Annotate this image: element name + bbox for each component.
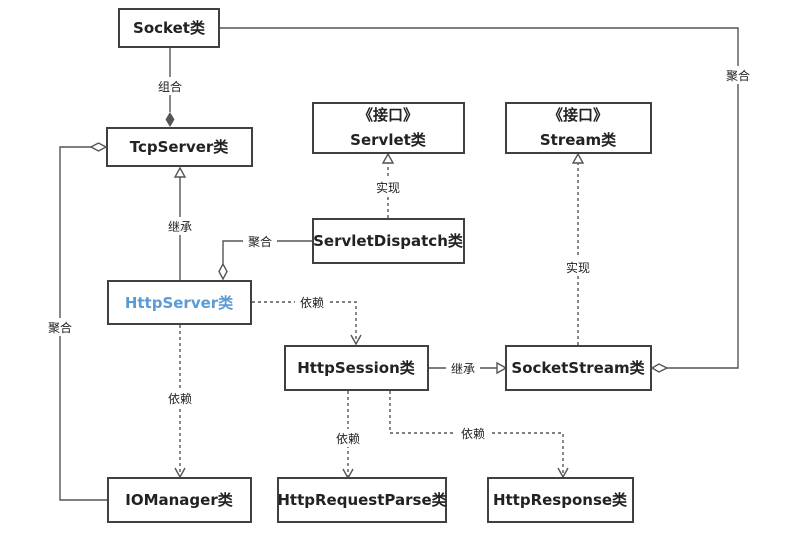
aggregation-diamond-icon <box>218 262 228 281</box>
class-socket: Socket类 <box>118 8 220 48</box>
edge-label-aggregation: 聚合 <box>726 68 750 83</box>
edge-label-dependency: 依赖 <box>300 295 324 310</box>
composition-diamond-icon <box>165 112 175 127</box>
dependency-arrow-icon <box>350 334 362 346</box>
class-label: HttpServer类 <box>125 294 234 312</box>
class-httpserver: HttpServer类 <box>107 280 252 325</box>
class-iomanager: IOManager类 <box>107 477 252 523</box>
class-label: TcpServer类 <box>130 138 230 156</box>
class-label: HttpSession类 <box>297 359 416 377</box>
edge-label-aggregation: 聚合 <box>248 234 272 249</box>
edge-servletdispatch-servlet <box>381 152 395 218</box>
class-servletdispatch: ServletDispatch类 <box>312 218 465 264</box>
inheritance-arrow-icon <box>173 166 187 178</box>
edge-label-dependency: 依赖 <box>168 391 192 406</box>
interface-servlet: 《接口》 Servlet类 <box>312 102 465 154</box>
class-label: IOManager类 <box>125 491 233 509</box>
class-tcpserver: TcpServer类 <box>106 127 253 167</box>
class-label: Socket类 <box>133 19 206 37</box>
edge-servletdispatch-httpserver <box>218 240 313 281</box>
interface-stream: 《接口》 Stream类 <box>505 102 652 154</box>
realization-arrow-icon <box>381 152 395 164</box>
class-socketstream: SocketStream类 <box>505 345 652 391</box>
edge-socketstream-stream <box>571 152 585 345</box>
edge-label-dependency: 依赖 <box>336 431 360 446</box>
edge-label-inheritance: 继承 <box>451 362 475 376</box>
edge-label-realization: 实现 <box>566 260 590 275</box>
edge-label-realization: 实现 <box>376 180 400 195</box>
class-label: SocketStream类 <box>511 359 645 377</box>
stereotype-label: 《接口》 <box>358 106 418 124</box>
edge-label-dependency: 依赖 <box>461 426 485 441</box>
class-label: HttpRequestParse类 <box>277 491 447 509</box>
edge-label-aggregation: 聚合 <box>48 320 72 335</box>
class-label: ServletDispatch类 <box>313 232 464 250</box>
aggregation-diamond-icon <box>650 363 669 373</box>
class-label: Servlet类 <box>350 131 427 149</box>
edge-label-composition: 组合 <box>158 79 182 94</box>
class-httpresponse: HttpResponse类 <box>487 477 634 523</box>
class-label: HttpResponse类 <box>493 491 628 509</box>
edge-httpserver-httpsession <box>252 301 362 346</box>
inheritance-arrow-icon <box>496 361 508 375</box>
edge-label-inheritance: 继承 <box>168 220 192 234</box>
stereotype-label: 《接口》 <box>548 106 608 124</box>
class-httpsession: HttpSession类 <box>284 345 429 391</box>
realization-arrow-icon <box>571 152 585 164</box>
edge-socket-socketstream <box>220 27 739 373</box>
aggregation-diamond-icon <box>89 142 108 152</box>
class-httprequestparse: HttpRequestParse类 <box>277 477 448 523</box>
class-label: Stream类 <box>540 131 617 149</box>
